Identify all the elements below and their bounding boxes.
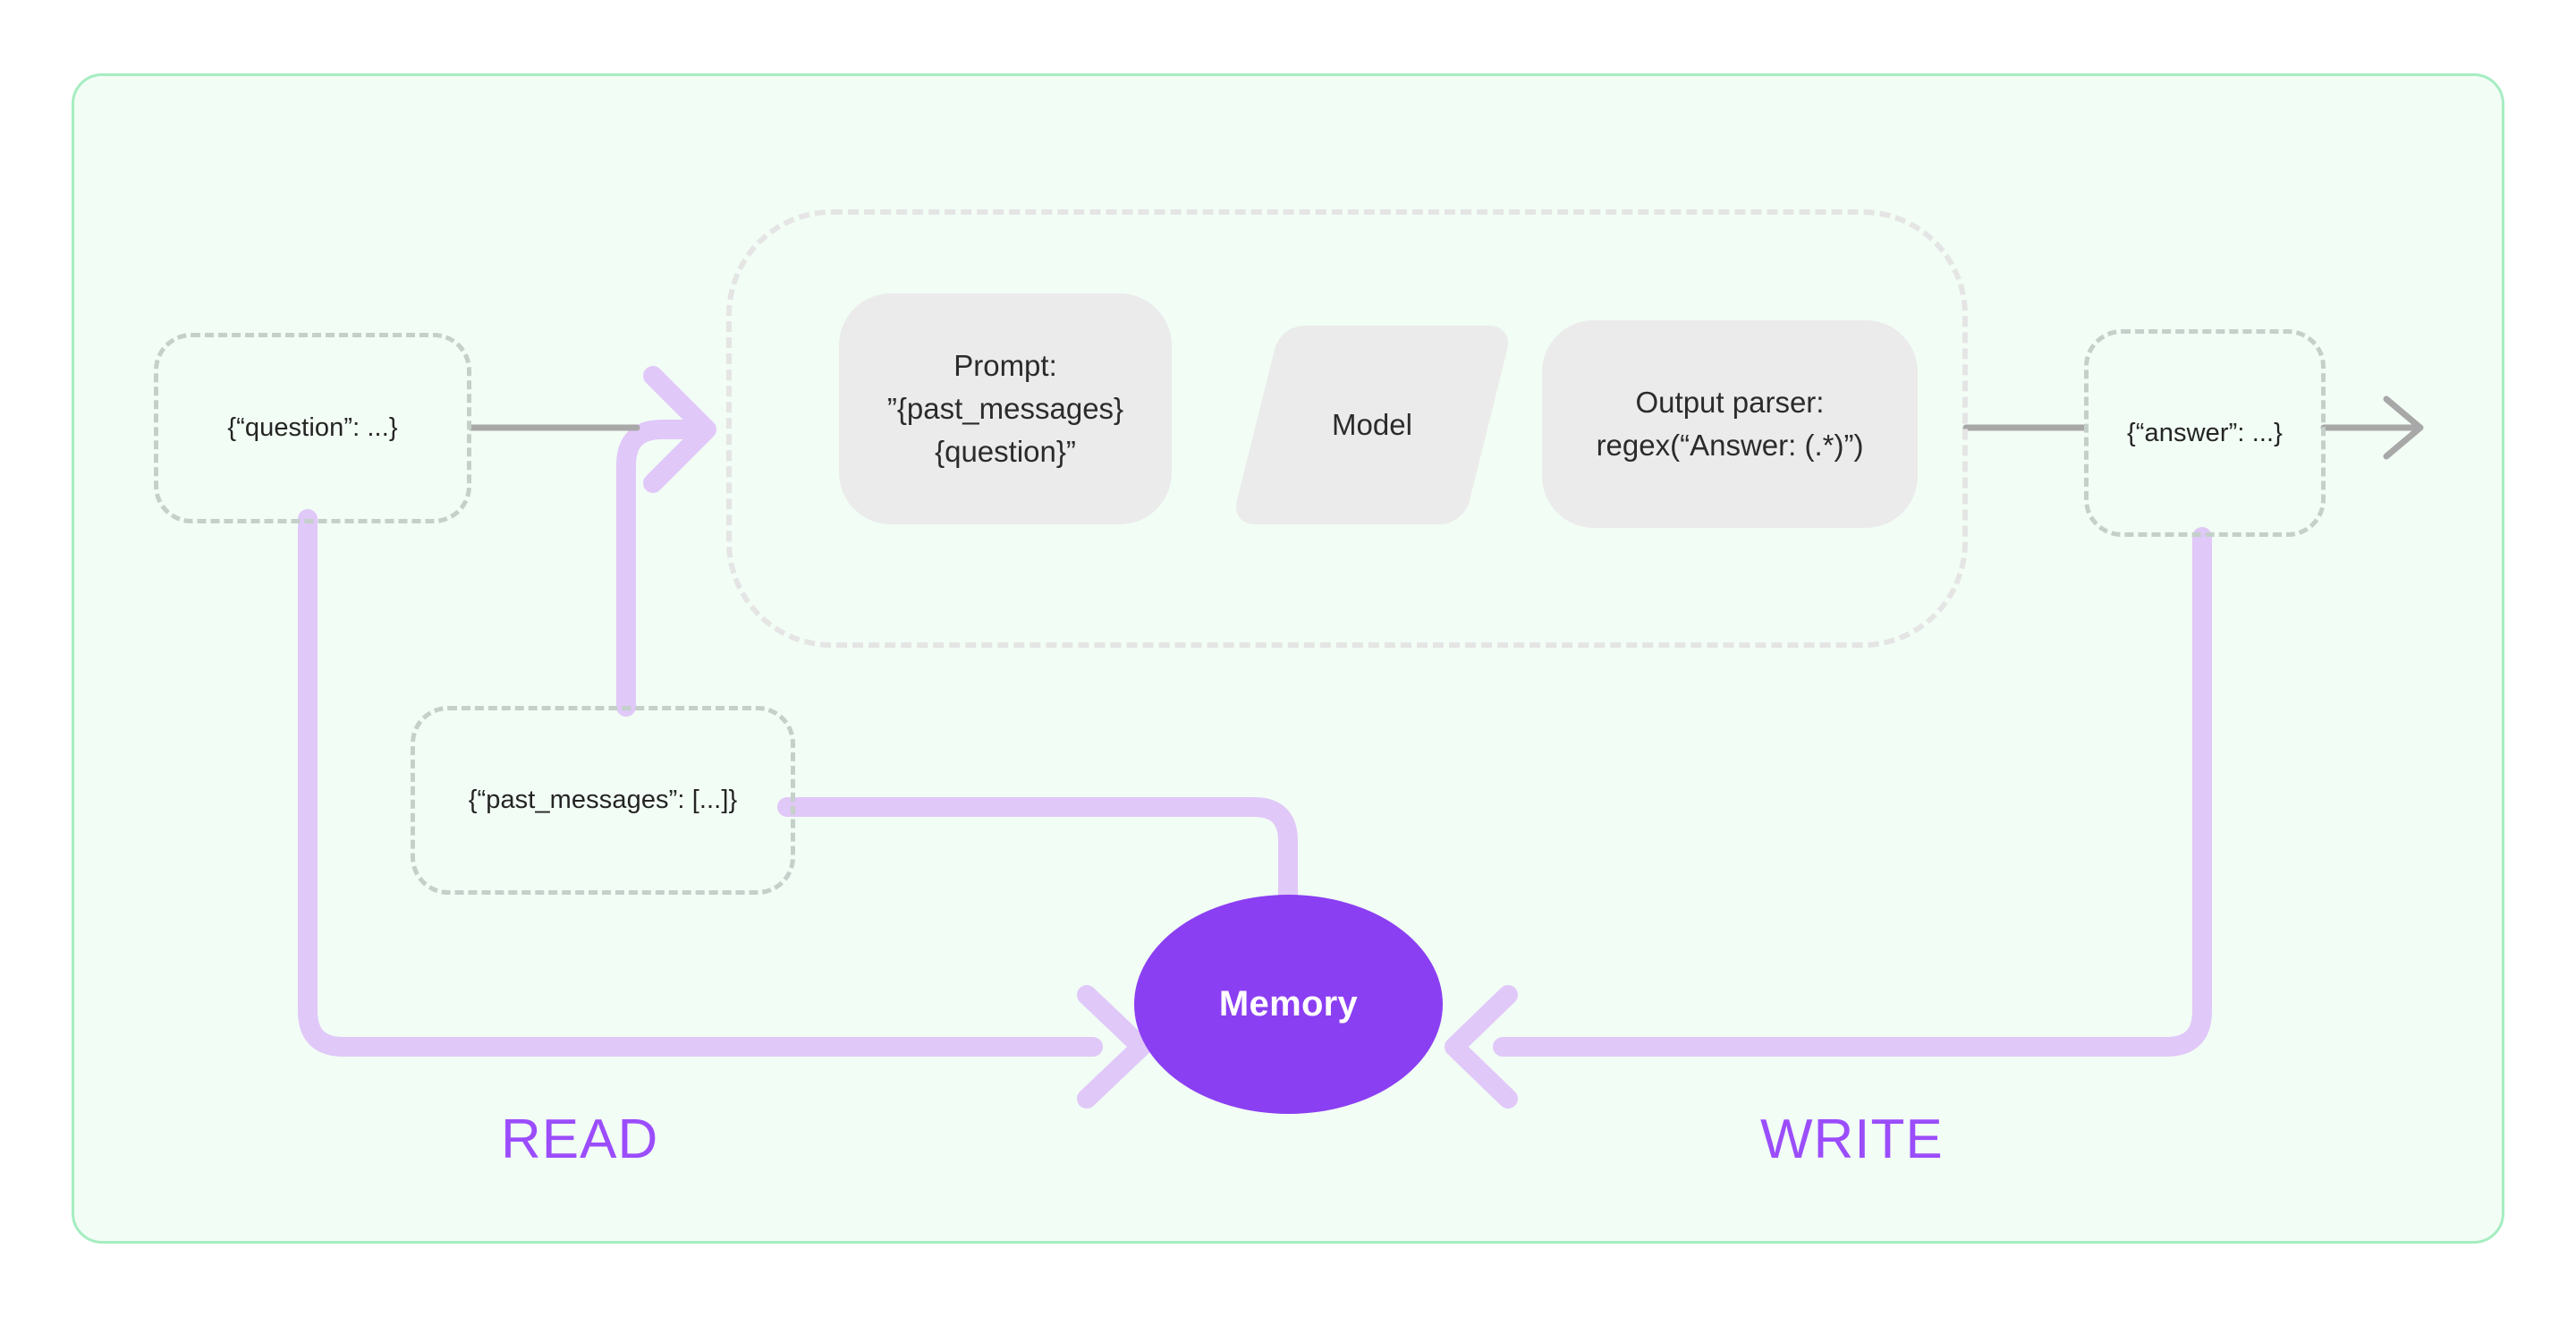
model-card-label-wrap: Model bbox=[1256, 326, 1488, 524]
memory-store[interactable]: Memory bbox=[1134, 895, 1443, 1114]
output-parser-card[interactable]: Output parser: regex(“Answer: (.*)”) bbox=[1542, 320, 1918, 528]
memory-store-label: Memory bbox=[1218, 984, 1359, 1024]
data-object-answer[interactable]: {“answer”: ...} bbox=[2084, 329, 2326, 537]
write-label: WRITE bbox=[1760, 1109, 1944, 1170]
data-object-question-label: {“question”: ...} bbox=[227, 413, 398, 442]
prompt-card[interactable]: Prompt: ”{past_messages} {question}” bbox=[839, 293, 1172, 524]
model-card-label: Model bbox=[1332, 408, 1412, 441]
data-object-question[interactable]: {“question”: ...} bbox=[154, 333, 471, 523]
data-object-past-messages[interactable]: {“past_messages”: [...]} bbox=[411, 706, 795, 895]
chain-group-container bbox=[726, 209, 1968, 648]
output-parser-card-label: Output parser: regex(“Answer: (.*)”) bbox=[1596, 386, 1864, 462]
data-object-answer-label: {“answer”: ...} bbox=[2127, 418, 2283, 447]
read-label: READ bbox=[501, 1109, 659, 1170]
prompt-card-label: Prompt: ”{past_messages} {question}” bbox=[886, 349, 1124, 468]
data-object-past-messages-label: {“past_messages”: [...]} bbox=[468, 786, 738, 814]
